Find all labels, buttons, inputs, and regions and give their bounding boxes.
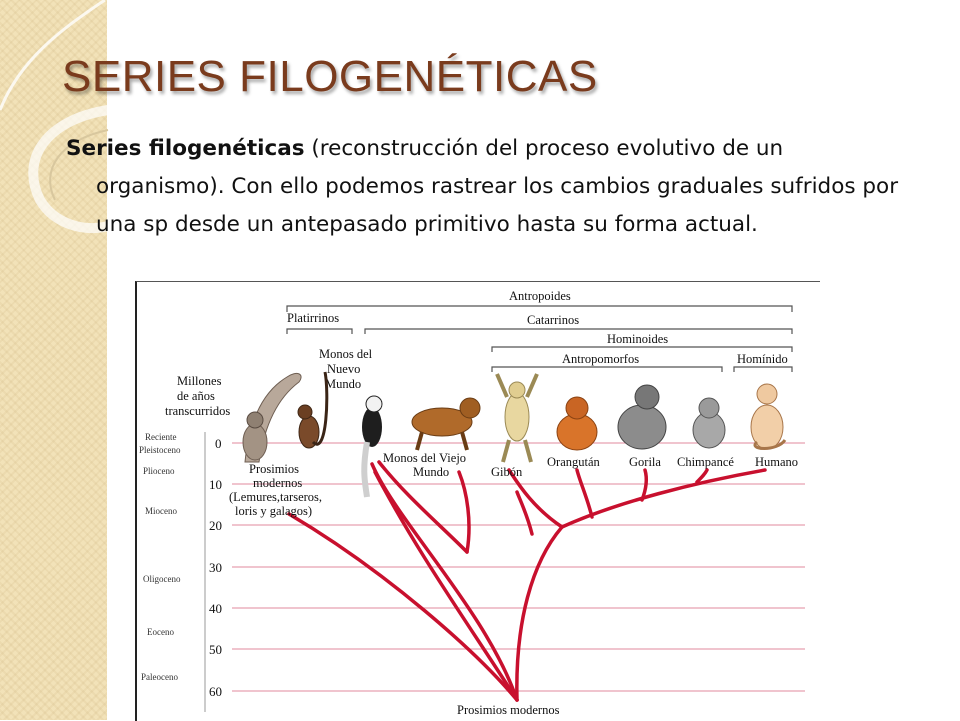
new-world-monkey-illustration	[297, 371, 329, 449]
tick-0: 0	[215, 436, 222, 451]
branch-gibon	[507, 468, 564, 529]
axis-title-line2: de años	[177, 389, 215, 403]
gorilla-illustration	[617, 384, 667, 450]
branch-humano-link	[515, 490, 534, 536]
human-illustration	[750, 383, 787, 450]
decorative-curves	[0, 0, 110, 233]
branch-ow-left	[377, 460, 469, 554]
taxon-monos-viejo-mundo-1: Monos del Viejo	[383, 451, 466, 465]
label-platirrinos: Platirrinos	[287, 311, 339, 325]
taxon-orangutan: Orangután	[547, 455, 601, 469]
label-antropomorfos: Antropomorfos	[562, 352, 639, 366]
branch-orangutan	[575, 468, 594, 519]
axis-title-line3: transcurridos	[165, 404, 230, 418]
axis-title-line1: Millones	[177, 374, 222, 388]
taxon-humano: Humano	[755, 455, 798, 469]
taxon-prosimios-2: modernos	[253, 476, 302, 490]
epoch-pleistoceno: Pleistoceno	[139, 445, 181, 455]
branch-catarrinos	[515, 525, 564, 702]
tick-20: 20	[209, 518, 222, 533]
branch-monos-nuevo-mundo	[373, 470, 519, 702]
taxon-gibon: Gibón	[491, 465, 523, 479]
epoch-mioceno: Mioceno	[145, 506, 177, 516]
branch-monos-viejo-mundo	[370, 462, 519, 702]
phylogeny-branches	[287, 460, 767, 702]
branch-chimpance	[695, 468, 709, 484]
label-hominoides: Hominoides	[607, 332, 668, 346]
epoch-eoceno: Eoceno	[147, 627, 174, 637]
slide-paragraph: Series filogenéticas (reconstrucción del…	[66, 130, 906, 244]
phylogenetic-diagram: 0 10 20 30 40 50 60 Reciente Pleistoceno…	[135, 281, 820, 721]
epoch-oligoceno: Oligoceno	[143, 574, 181, 584]
gibbon-illustration	[495, 373, 539, 463]
root-label: Prosimios modernos	[457, 703, 560, 717]
slide-title: SERIES FILOGENÉTICAS	[62, 52, 598, 101]
tick-60: 60	[209, 684, 222, 699]
label-antropoides: Antropoides	[509, 289, 571, 303]
branch-hominoides	[560, 468, 767, 529]
old-world-monkey-illustration	[411, 397, 481, 451]
branch-ow-right	[457, 470, 471, 554]
paragraph-text: (reconstrucción del proceso evolutivo de…	[96, 136, 899, 237]
tick-40: 40	[209, 601, 222, 616]
epoch-paleoceno: Paleoceno	[141, 672, 178, 682]
taxon-prosimios-4: loris y galagos)	[235, 504, 312, 518]
phylogenetic-tree-svg: 0 10 20 30 40 50 60 Reciente Pleistoceno…	[139, 289, 805, 717]
label-monos-nuevo-mundo-3: Mundo	[325, 377, 361, 391]
label-catarrinos: Catarrinos	[527, 313, 579, 327]
taxon-prosimios-1: Prosimios	[249, 462, 299, 476]
paragraph-lead: Series filogenéticas	[66, 136, 305, 161]
taxon-prosimios-3: (Lemures,tarseros,	[229, 490, 322, 504]
group-brackets	[286, 305, 793, 372]
lemur-illustration	[242, 372, 302, 463]
label-monos-nuevo-mundo-1: Monos del	[319, 347, 373, 361]
taxon-gorila: Gorila	[629, 455, 661, 469]
orangutan-illustration	[556, 396, 598, 451]
taxon-monos-viejo-mundo-2: Mundo	[413, 465, 449, 479]
label-monos-nuevo-mundo-2: Nuevo	[327, 362, 360, 376]
tick-50: 50	[209, 642, 222, 657]
label-hominido: Homínido	[737, 352, 788, 366]
tick-10: 10	[209, 477, 222, 492]
tick-30: 30	[209, 560, 222, 575]
spider-monkey-illustration	[361, 395, 383, 498]
branch-prosimios	[287, 512, 519, 702]
taxon-chimpance: Chimpancé	[677, 455, 734, 469]
epoch-reciente: Reciente	[145, 432, 176, 442]
chimpanzee-illustration	[692, 397, 726, 449]
epoch-plioceno: Plioceno	[143, 466, 175, 476]
decorative-side-band	[0, 0, 107, 720]
branch-gorila	[640, 468, 648, 502]
